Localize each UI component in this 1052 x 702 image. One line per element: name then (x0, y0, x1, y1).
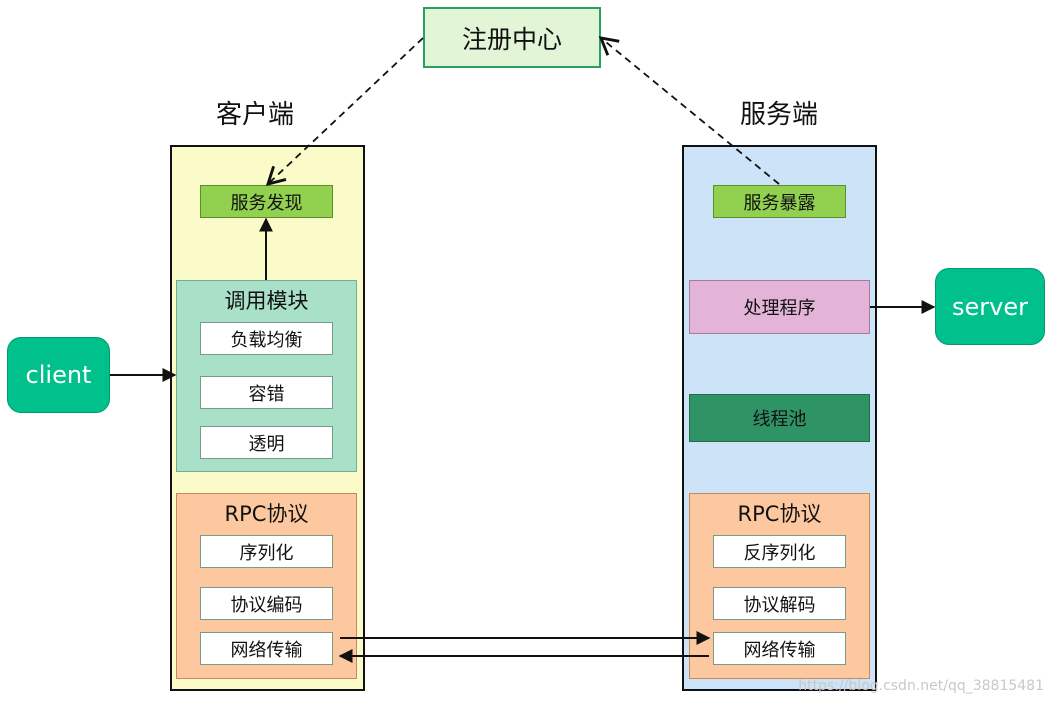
fault-tolerance-box: 容错 (200, 376, 333, 409)
serialize-label: 序列化 (239, 542, 294, 564)
watermark: https://blog.csdn.net/qq_38815481 (798, 678, 1044, 694)
fault-tolerance-label: 容错 (248, 383, 285, 405)
client-side-heading: 客户端 (216, 100, 295, 130)
service-exposure-label: 服务暴露 (743, 192, 816, 214)
deserialize-label: 反序列化 (743, 542, 816, 564)
protocol-decode-box: 协议解码 (713, 587, 846, 620)
client-pill: client (7, 337, 110, 413)
server-rpc-title: RPC协议 (737, 502, 822, 526)
protocol-decode-label: 协议解码 (743, 594, 816, 616)
server-pill: server (935, 268, 1045, 345)
serialize-box: 序列化 (200, 535, 333, 568)
client-network-transport-box: 网络传输 (200, 632, 333, 665)
transparent-box: 透明 (200, 426, 333, 459)
client-network-transport-label: 网络传输 (230, 639, 303, 661)
handler-box: 处理程序 (689, 280, 870, 334)
client-pill-label: client (25, 361, 92, 389)
invoke-module-title: 调用模块 (224, 289, 309, 313)
client-rpc-title: RPC协议 (224, 502, 309, 526)
handler-label: 处理程序 (743, 298, 816, 319)
registry-to-discovery-arrow (265, 37, 424, 187)
registry-center: 注册中心 (423, 7, 601, 68)
protocol-encode-box: 协议编码 (200, 587, 333, 620)
server-network-transport-box: 网络传输 (713, 632, 846, 665)
transparent-label: 透明 (248, 433, 285, 455)
thread-pool-box: 线程池 (689, 394, 870, 442)
server-side-heading: 服务端 (740, 100, 819, 130)
load-balance-label: 负载均衡 (230, 329, 303, 351)
service-discovery-box: 服务发现 (200, 185, 333, 218)
server-network-transport-label: 网络传输 (743, 639, 816, 661)
server-pill-label: server (952, 292, 1028, 321)
service-discovery-label: 服务发现 (230, 192, 303, 214)
exposure-to-registry-arrow (598, 36, 780, 185)
load-balance-box: 负载均衡 (200, 322, 333, 355)
registry-center-label: 注册中心 (461, 24, 562, 54)
protocol-encode-label: 协议编码 (230, 594, 303, 616)
service-exposure-box: 服务暴露 (713, 185, 846, 218)
deserialize-box: 反序列化 (713, 535, 846, 568)
thread-pool-label: 线程池 (752, 409, 807, 430)
